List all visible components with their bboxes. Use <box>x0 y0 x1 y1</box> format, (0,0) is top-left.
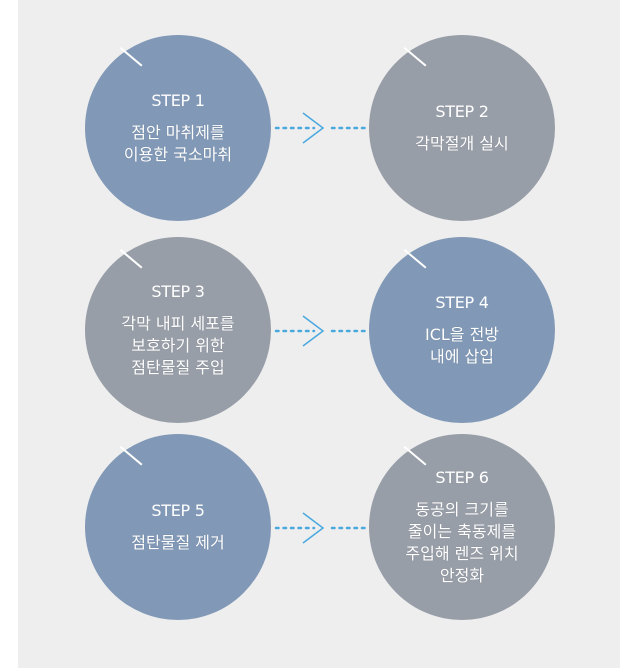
step-5-circle: STEP 5 점탄물질 제거 <box>85 434 271 620</box>
decorative-line <box>120 446 143 466</box>
step-6-circle: STEP 6 동공의 크기를 줄이는 축동제를 주입해 렌즈 위치 안정화 <box>369 434 555 620</box>
decorative-line <box>120 47 143 67</box>
step-label: STEP 1 <box>151 90 205 110</box>
step-description: 각막절개 실시 <box>415 133 509 153</box>
step-description: 점탄물질 제거 <box>131 532 225 552</box>
decorative-line <box>404 47 427 67</box>
step-description: 동공의 크기를 줄이는 축동제를 주입해 렌즈 위치 안정화 <box>405 499 519 585</box>
step-label: STEP 3 <box>151 281 205 301</box>
step-description: 점안 마취제를 이용한 국소마취 <box>123 122 233 164</box>
arrow-connector-icon <box>274 508 368 548</box>
step-description: ICL을 전방 내에 삽입 <box>424 324 500 366</box>
step-4-circle: STEP 4 ICL을 전방 내에 삽입 <box>369 237 555 423</box>
decorative-line <box>120 249 143 269</box>
decorative-line <box>404 249 427 269</box>
decorative-line <box>404 446 427 466</box>
arrow-connector-icon <box>274 108 368 148</box>
step-3-circle: STEP 3 각막 내피 세포를 보호하기 위한 점탄물질 주입 <box>85 237 271 423</box>
step-label: STEP 5 <box>151 500 205 520</box>
arrow-connector-icon <box>274 311 368 351</box>
step-label: STEP 6 <box>435 467 489 487</box>
step-1-circle: STEP 1 점안 마취제를 이용한 국소마취 <box>85 35 271 221</box>
step-description: 각막 내피 세포를 보호하기 위한 점탄물질 주입 <box>121 313 235 377</box>
step-label: STEP 2 <box>435 101 489 121</box>
step-2-circle: STEP 2 각막절개 실시 <box>369 35 555 221</box>
step-label: STEP 4 <box>435 292 489 312</box>
